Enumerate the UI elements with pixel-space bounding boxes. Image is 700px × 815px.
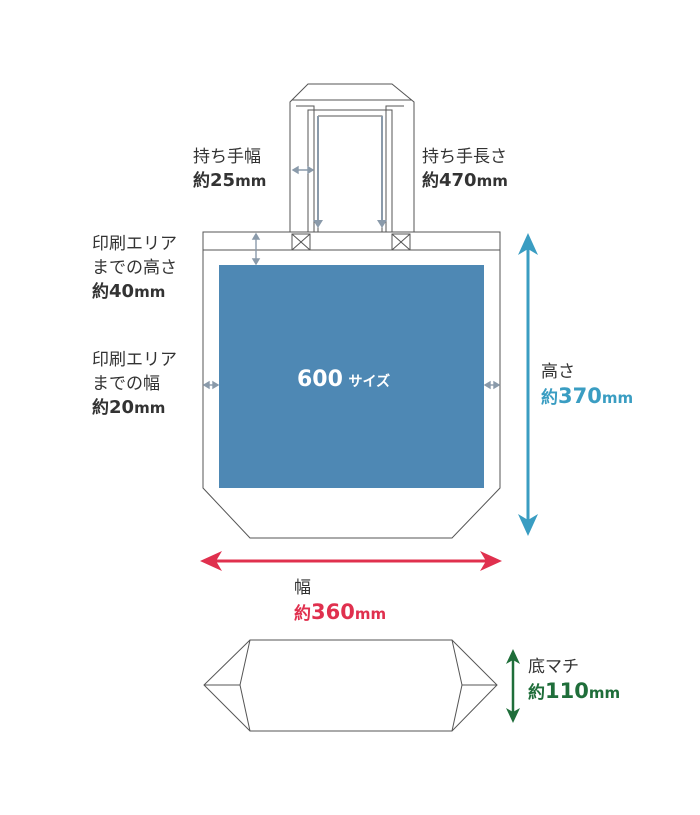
print-area-size-suffix: サイズ bbox=[348, 374, 391, 390]
print-side-margin-line1: 印刷エリア bbox=[92, 350, 177, 370]
gusset-title: 底マチ bbox=[528, 657, 579, 677]
print-top-margin-line2: までの高さ bbox=[92, 258, 177, 278]
gusset-value: 約110mm bbox=[528, 679, 621, 703]
bag-width-title: 幅 bbox=[294, 578, 311, 598]
bag-bottom-gusset bbox=[203, 639, 498, 732]
print-area-label: 600 サイズ bbox=[297, 367, 390, 392]
print-side-margin-value: 約20mm bbox=[92, 397, 166, 418]
handle-length-arrows bbox=[313, 116, 387, 228]
print-top-margin-value: 約40mm bbox=[92, 281, 166, 302]
print-top-margin-line1: 印刷エリア bbox=[92, 234, 177, 254]
print-side-margin-arrow-right bbox=[483, 380, 501, 390]
handle-width-value: 約25mm bbox=[193, 170, 267, 191]
print-side-margin-line2: までの幅 bbox=[92, 374, 160, 394]
handle-width-title: 持ち手幅 bbox=[193, 147, 261, 167]
print-side-margin-label: 印刷エリア までの幅 約20mm bbox=[92, 348, 177, 420]
handle-stitch-right bbox=[391, 233, 411, 251]
handle-length-value: 約470mm bbox=[422, 170, 508, 191]
bag-width-value: 約360mm bbox=[294, 600, 387, 624]
print-area-size-number: 600 bbox=[297, 367, 343, 392]
print-area bbox=[219, 265, 484, 488]
bag-height-arrow bbox=[518, 233, 538, 536]
handle-length-label: 持ち手長さ 約470mm bbox=[422, 145, 508, 193]
handle-width-label: 持ち手幅 約25mm bbox=[193, 145, 266, 193]
bag-width-label: 幅 約360mm bbox=[294, 576, 386, 626]
handle-width-arrow bbox=[291, 165, 315, 175]
handle-length-title: 持ち手長さ bbox=[422, 147, 507, 167]
bag-height-title: 高さ bbox=[541, 362, 575, 382]
print-top-margin-label: 印刷エリア までの高さ 約40mm bbox=[92, 232, 177, 304]
bag-width-arrow bbox=[200, 551, 502, 571]
bag-height-value: 約370mm bbox=[541, 384, 634, 408]
bag-handle bbox=[289, 83, 415, 233]
print-side-margin-arrow-left bbox=[202, 380, 220, 390]
bag-height-label: 高さ 約370mm bbox=[541, 360, 633, 410]
gusset-arrow bbox=[506, 649, 520, 723]
gusset-label: 底マチ 約110mm bbox=[528, 655, 620, 705]
print-top-margin-arrow bbox=[251, 232, 261, 266]
handle-stitch-left bbox=[291, 233, 311, 251]
